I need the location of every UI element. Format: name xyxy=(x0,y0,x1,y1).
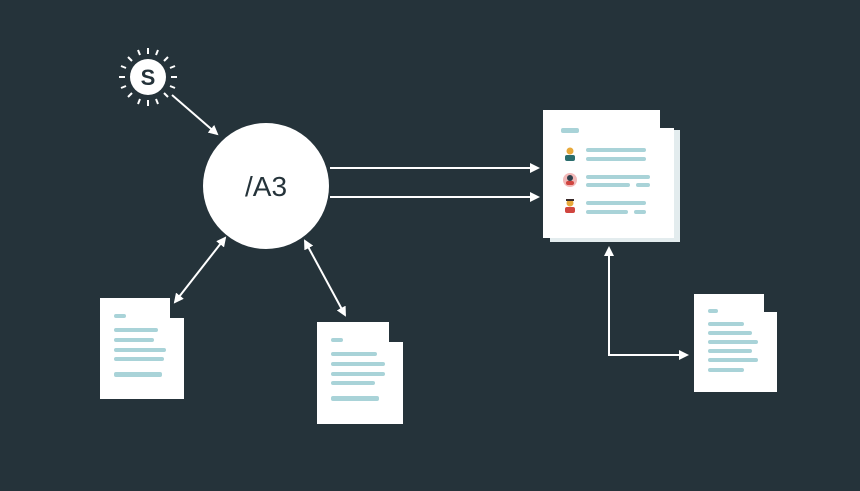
middle-document xyxy=(317,322,403,424)
source-node: S xyxy=(119,48,177,106)
arrow-list-to-right-doc xyxy=(604,246,689,360)
user-list-document xyxy=(543,110,680,242)
user-red-icon xyxy=(565,199,575,213)
source-label: S xyxy=(141,65,156,90)
arrow-hub-left-doc xyxy=(173,236,227,304)
hub-label: /A3 xyxy=(245,171,287,202)
sun-badge-icon xyxy=(119,48,177,106)
hub-node: /A3 xyxy=(203,123,329,249)
user-red-circle-icon xyxy=(563,173,577,187)
right-document xyxy=(694,294,777,392)
arrow-hub-middle-doc xyxy=(304,239,346,317)
arrow-source-to-hub xyxy=(171,94,219,136)
user-green-icon xyxy=(565,147,575,161)
left-document xyxy=(100,298,184,399)
